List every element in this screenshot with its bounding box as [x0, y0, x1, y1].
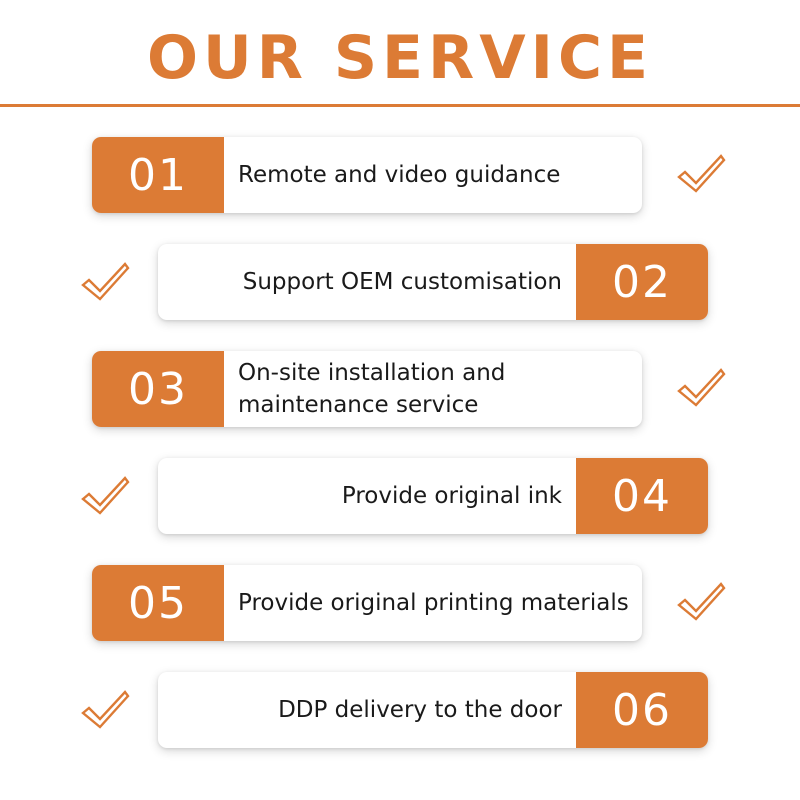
service-number-4: 04 [576, 458, 708, 534]
service-number-1: 01 [92, 137, 224, 213]
check-icon [80, 474, 130, 516]
check-icon [676, 366, 726, 408]
service-item-3: 03 On-site installation and maintenance … [92, 351, 642, 427]
service-label-3: On-site installation and maintenance ser… [238, 360, 506, 418]
service-label-6: DDP delivery to the door [278, 697, 562, 723]
service-item-1: 01 Remote and video guidance [92, 137, 642, 213]
service-item-4: 04 Provide original ink [158, 458, 708, 534]
service-item-5: 05 Provide original printing materials [92, 565, 642, 641]
service-item-6: 06 DDP delivery to the door [158, 672, 708, 748]
service-number-2: 02 [576, 244, 708, 320]
service-label-5: Provide original printing materials [238, 590, 629, 616]
service-label-4: Provide original ink [341, 483, 562, 509]
check-icon [80, 260, 130, 302]
page-title: OUR SERVICE [147, 23, 653, 93]
service-number-6: 06 [576, 672, 708, 748]
service-item-2: 02 Support OEM customisation [158, 244, 708, 320]
title-divider [0, 104, 800, 107]
service-number-5: 05 [92, 565, 224, 641]
service-label-1: Remote and video guidance [238, 162, 561, 188]
check-icon [676, 580, 726, 622]
check-icon [676, 152, 726, 194]
check-icon [80, 688, 130, 730]
service-label-2: Support OEM customisation [242, 269, 562, 295]
service-number-3: 03 [92, 351, 224, 427]
